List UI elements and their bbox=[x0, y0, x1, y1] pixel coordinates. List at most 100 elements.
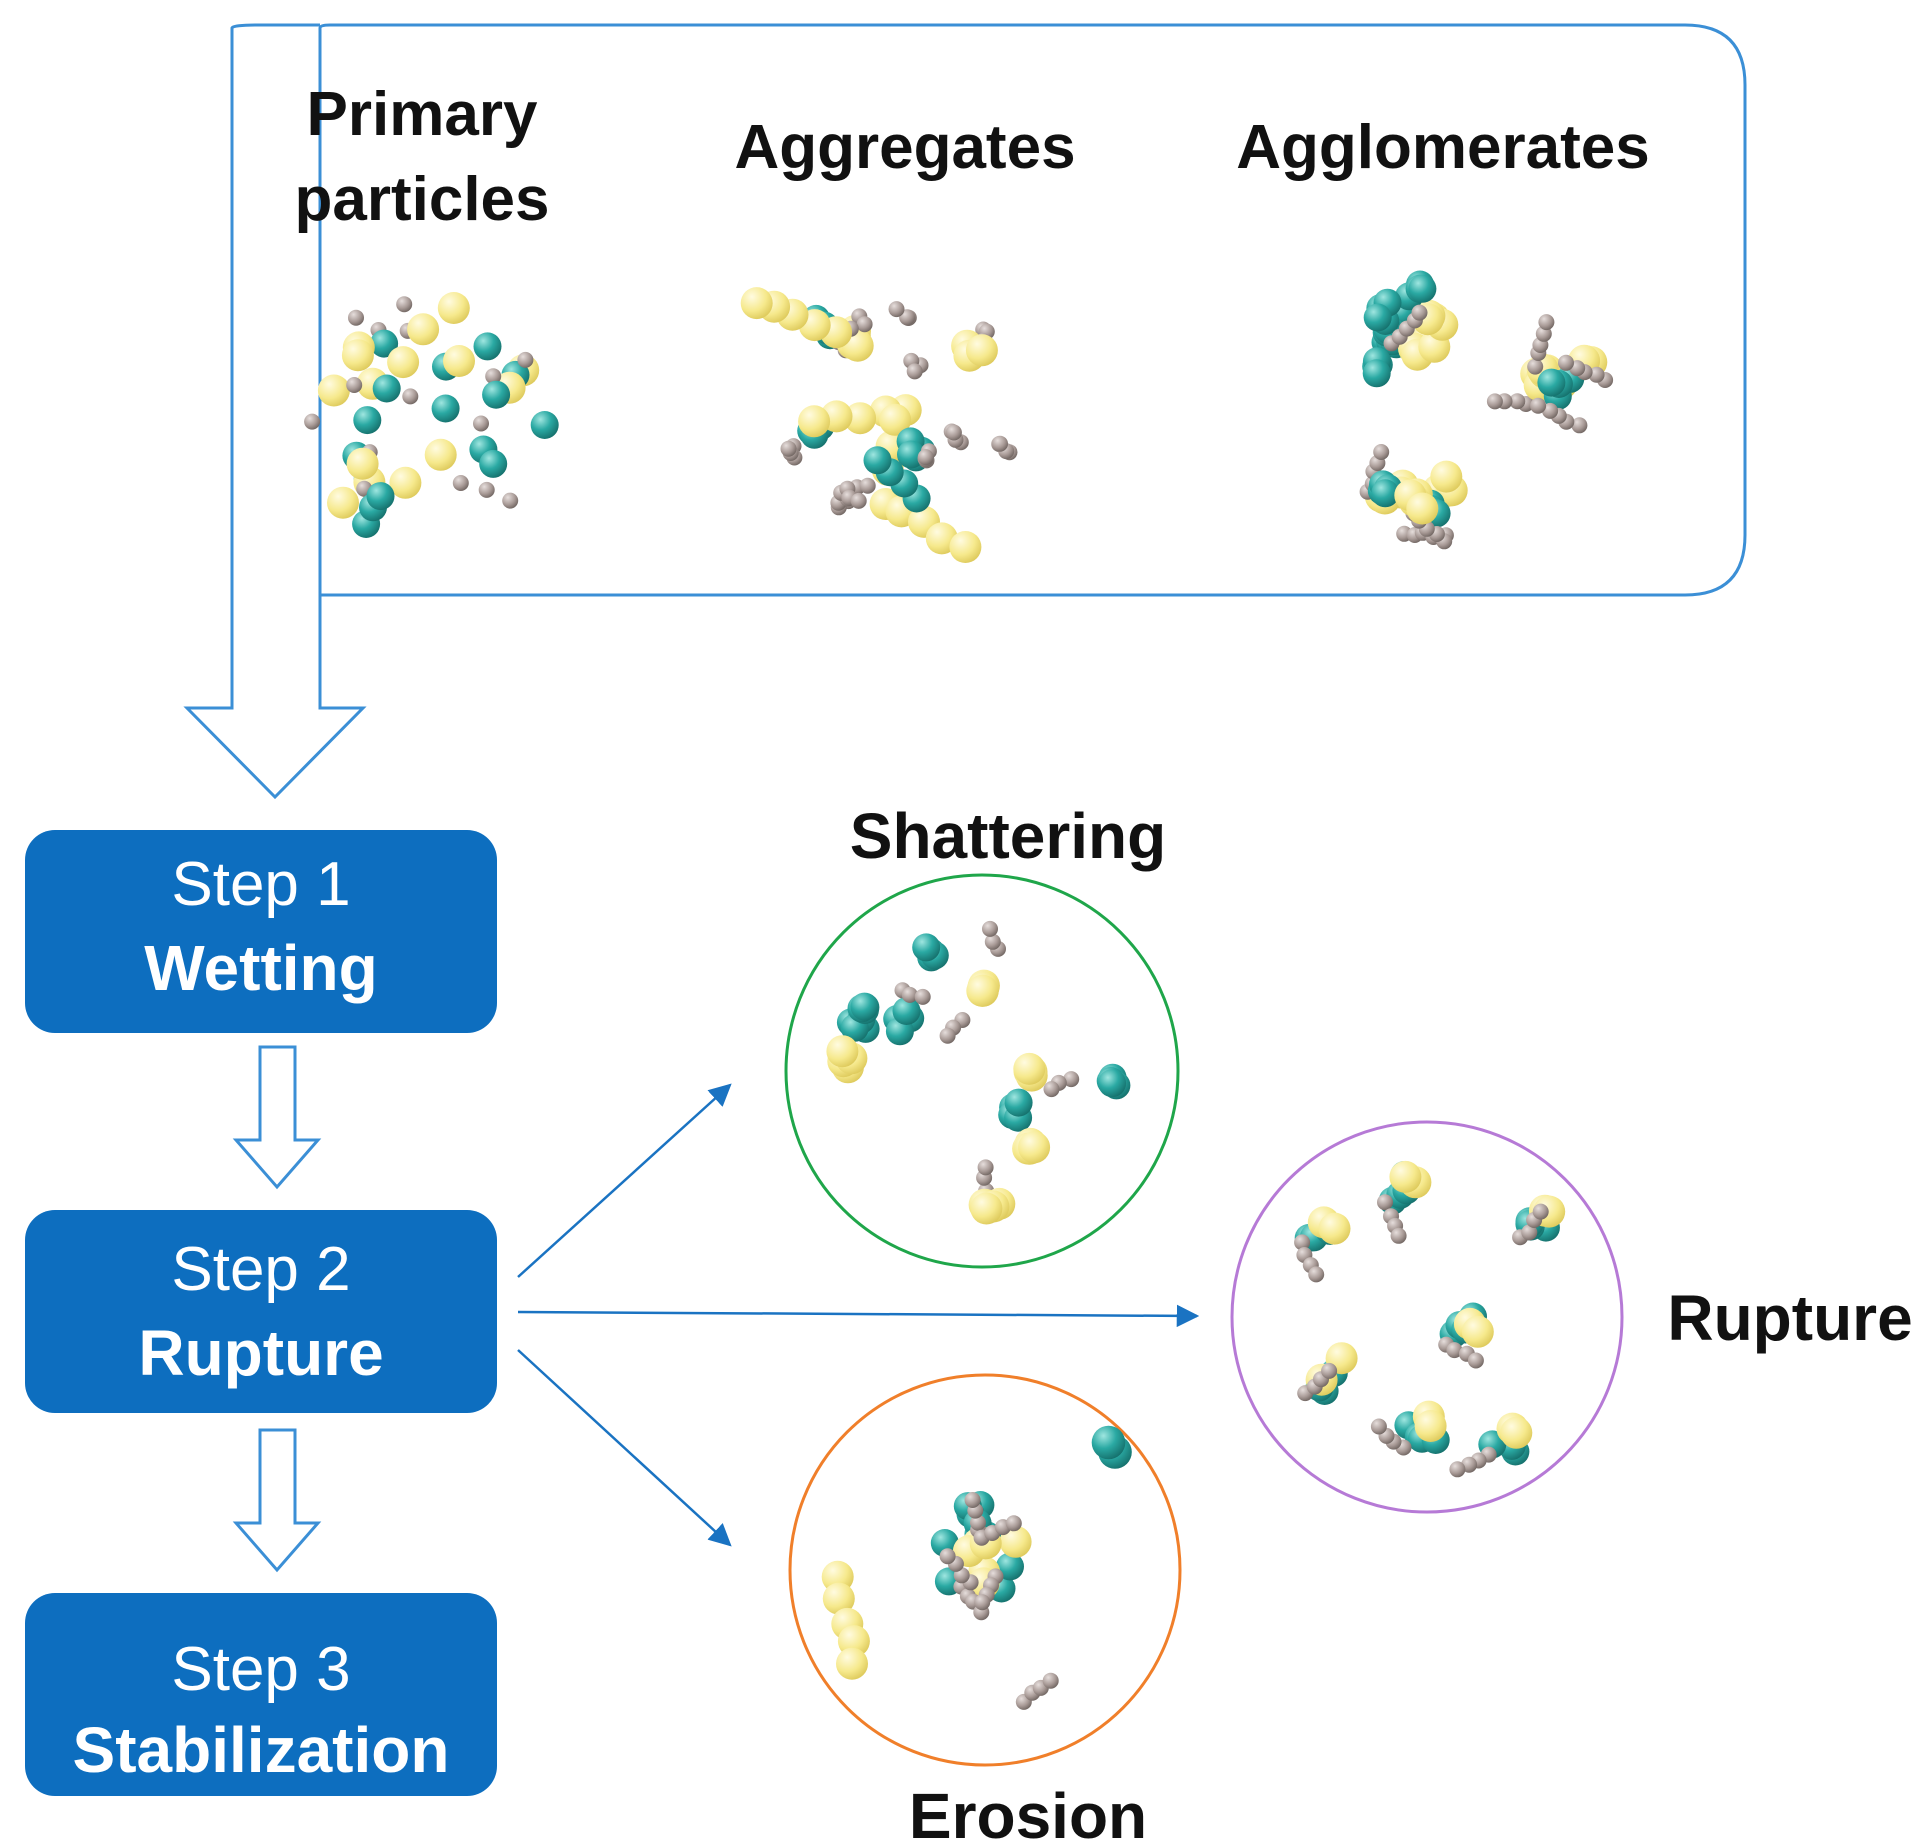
shattering-circle bbox=[784, 873, 1180, 1269]
particle-icon bbox=[327, 486, 359, 519]
particle-icon bbox=[1294, 1234, 1311, 1251]
particle-icon bbox=[914, 988, 931, 1005]
particle-icon bbox=[1406, 492, 1439, 525]
erosion-particles bbox=[821, 1425, 1132, 1710]
rupture-label: Rupture bbox=[1667, 1282, 1912, 1354]
particle-icon bbox=[452, 475, 469, 491]
particle-icon bbox=[1461, 1315, 1494, 1348]
particle-icon bbox=[1043, 1081, 1060, 1098]
particle-icon bbox=[1486, 393, 1503, 410]
particle-icon bbox=[945, 424, 962, 441]
particle-icon bbox=[478, 481, 495, 498]
particle-icon bbox=[353, 406, 382, 435]
particle-icon bbox=[443, 345, 475, 377]
hollow-down-arrow-icon bbox=[183, 23, 367, 800]
particle-icon bbox=[844, 402, 877, 435]
particle-icon bbox=[502, 492, 519, 509]
particle-icon bbox=[431, 394, 460, 423]
agglomerates-cluster bbox=[1359, 270, 1614, 550]
rupture-particles bbox=[1294, 1160, 1566, 1478]
particle-icon bbox=[1467, 1352, 1484, 1369]
particle-icon bbox=[1527, 358, 1544, 375]
aggregates-label: Aggregates bbox=[734, 113, 1075, 182]
particle-icon bbox=[304, 413, 321, 430]
particle-icon bbox=[836, 1647, 868, 1680]
particle-icon bbox=[372, 374, 401, 403]
particle-icon bbox=[892, 997, 921, 1025]
particle-icon bbox=[402, 388, 419, 405]
particle-icon bbox=[1389, 1160, 1422, 1193]
step-2-box: Step 2 Rupture bbox=[25, 1210, 497, 1413]
top-panel-outline bbox=[318, 23, 1747, 597]
particle-icon bbox=[965, 334, 998, 367]
erosion-circle bbox=[788, 1373, 1182, 1767]
particle-icon bbox=[974, 1594, 991, 1611]
particle-icon bbox=[366, 482, 395, 511]
particle-icon bbox=[407, 313, 440, 346]
particle-icon bbox=[1362, 359, 1391, 388]
agglomerates-label: Agglomerates bbox=[1236, 113, 1649, 182]
particle-icon bbox=[856, 316, 873, 333]
particle-icon bbox=[317, 374, 350, 407]
step-3-name: Stabilization bbox=[73, 1714, 450, 1786]
particle-icon bbox=[1538, 314, 1555, 331]
step-3-number: Step 3 bbox=[171, 1635, 350, 1704]
particle-icon bbox=[901, 986, 918, 1003]
particle-icon bbox=[912, 933, 941, 962]
particle-icon bbox=[964, 1492, 981, 1508]
particle-icon bbox=[1500, 1416, 1533, 1449]
hollow-down-arrow-icon bbox=[232, 1428, 322, 1573]
particle-icon bbox=[740, 287, 773, 320]
particle-icon bbox=[850, 992, 879, 1021]
particle-icon bbox=[1521, 1224, 1538, 1241]
particle-icon bbox=[396, 296, 413, 313]
particle-icon bbox=[530, 411, 559, 439]
particle-icon bbox=[517, 351, 534, 368]
particle-icon bbox=[473, 415, 489, 432]
particle-icon bbox=[1308, 1266, 1325, 1283]
particle-icon bbox=[1449, 1461, 1466, 1478]
particle-icon bbox=[1411, 304, 1428, 321]
particle-icon bbox=[341, 339, 374, 372]
particle-icon bbox=[1318, 1212, 1351, 1245]
particle-icon bbox=[939, 1027, 956, 1044]
particle-icon bbox=[1004, 1088, 1033, 1117]
particle-icon bbox=[1509, 393, 1526, 410]
particle-icon bbox=[859, 477, 876, 494]
particle-icon bbox=[879, 403, 912, 436]
particle-icon bbox=[346, 377, 363, 393]
particle-icon bbox=[949, 531, 982, 563]
thin-arrow-icon bbox=[517, 1304, 1200, 1328]
particle-icon bbox=[437, 292, 470, 324]
erosion-label: Erosion bbox=[909, 1780, 1147, 1848]
thin-arrow-icon bbox=[517, 1083, 732, 1278]
particle-icon bbox=[780, 440, 797, 457]
particle-icon bbox=[850, 492, 867, 509]
particle-icon bbox=[348, 309, 364, 326]
particle-icon bbox=[939, 1548, 956, 1565]
particle-icon bbox=[1321, 1362, 1338, 1379]
particle-icon bbox=[1408, 274, 1437, 303]
particle-icon bbox=[897, 440, 925, 469]
particle-icon bbox=[822, 1582, 855, 1615]
particle-icon bbox=[826, 1035, 859, 1068]
aggregates-cluster bbox=[740, 287, 1018, 563]
thin-arrow-icon bbox=[517, 1349, 732, 1547]
particle-icon bbox=[888, 301, 905, 318]
step-1-name: Wetting bbox=[144, 932, 377, 1004]
shattering-label: Shattering bbox=[850, 800, 1166, 872]
particle-icon bbox=[1370, 1418, 1387, 1435]
particle-icon bbox=[798, 405, 831, 438]
primary-particles-label-line2: particles bbox=[294, 165, 549, 234]
step-2-number: Step 2 bbox=[171, 1235, 350, 1304]
primary-particles-cluster bbox=[304, 292, 559, 538]
particle-icon bbox=[1446, 1342, 1463, 1359]
particle-icon bbox=[387, 346, 420, 379]
particle-icon bbox=[984, 933, 1001, 950]
step-1-box: Step 1 Wetting bbox=[25, 830, 497, 1033]
particle-icon bbox=[1414, 1410, 1447, 1442]
particle-icon bbox=[977, 1159, 994, 1176]
particle-icon bbox=[424, 438, 457, 471]
particle-icon bbox=[482, 380, 511, 409]
